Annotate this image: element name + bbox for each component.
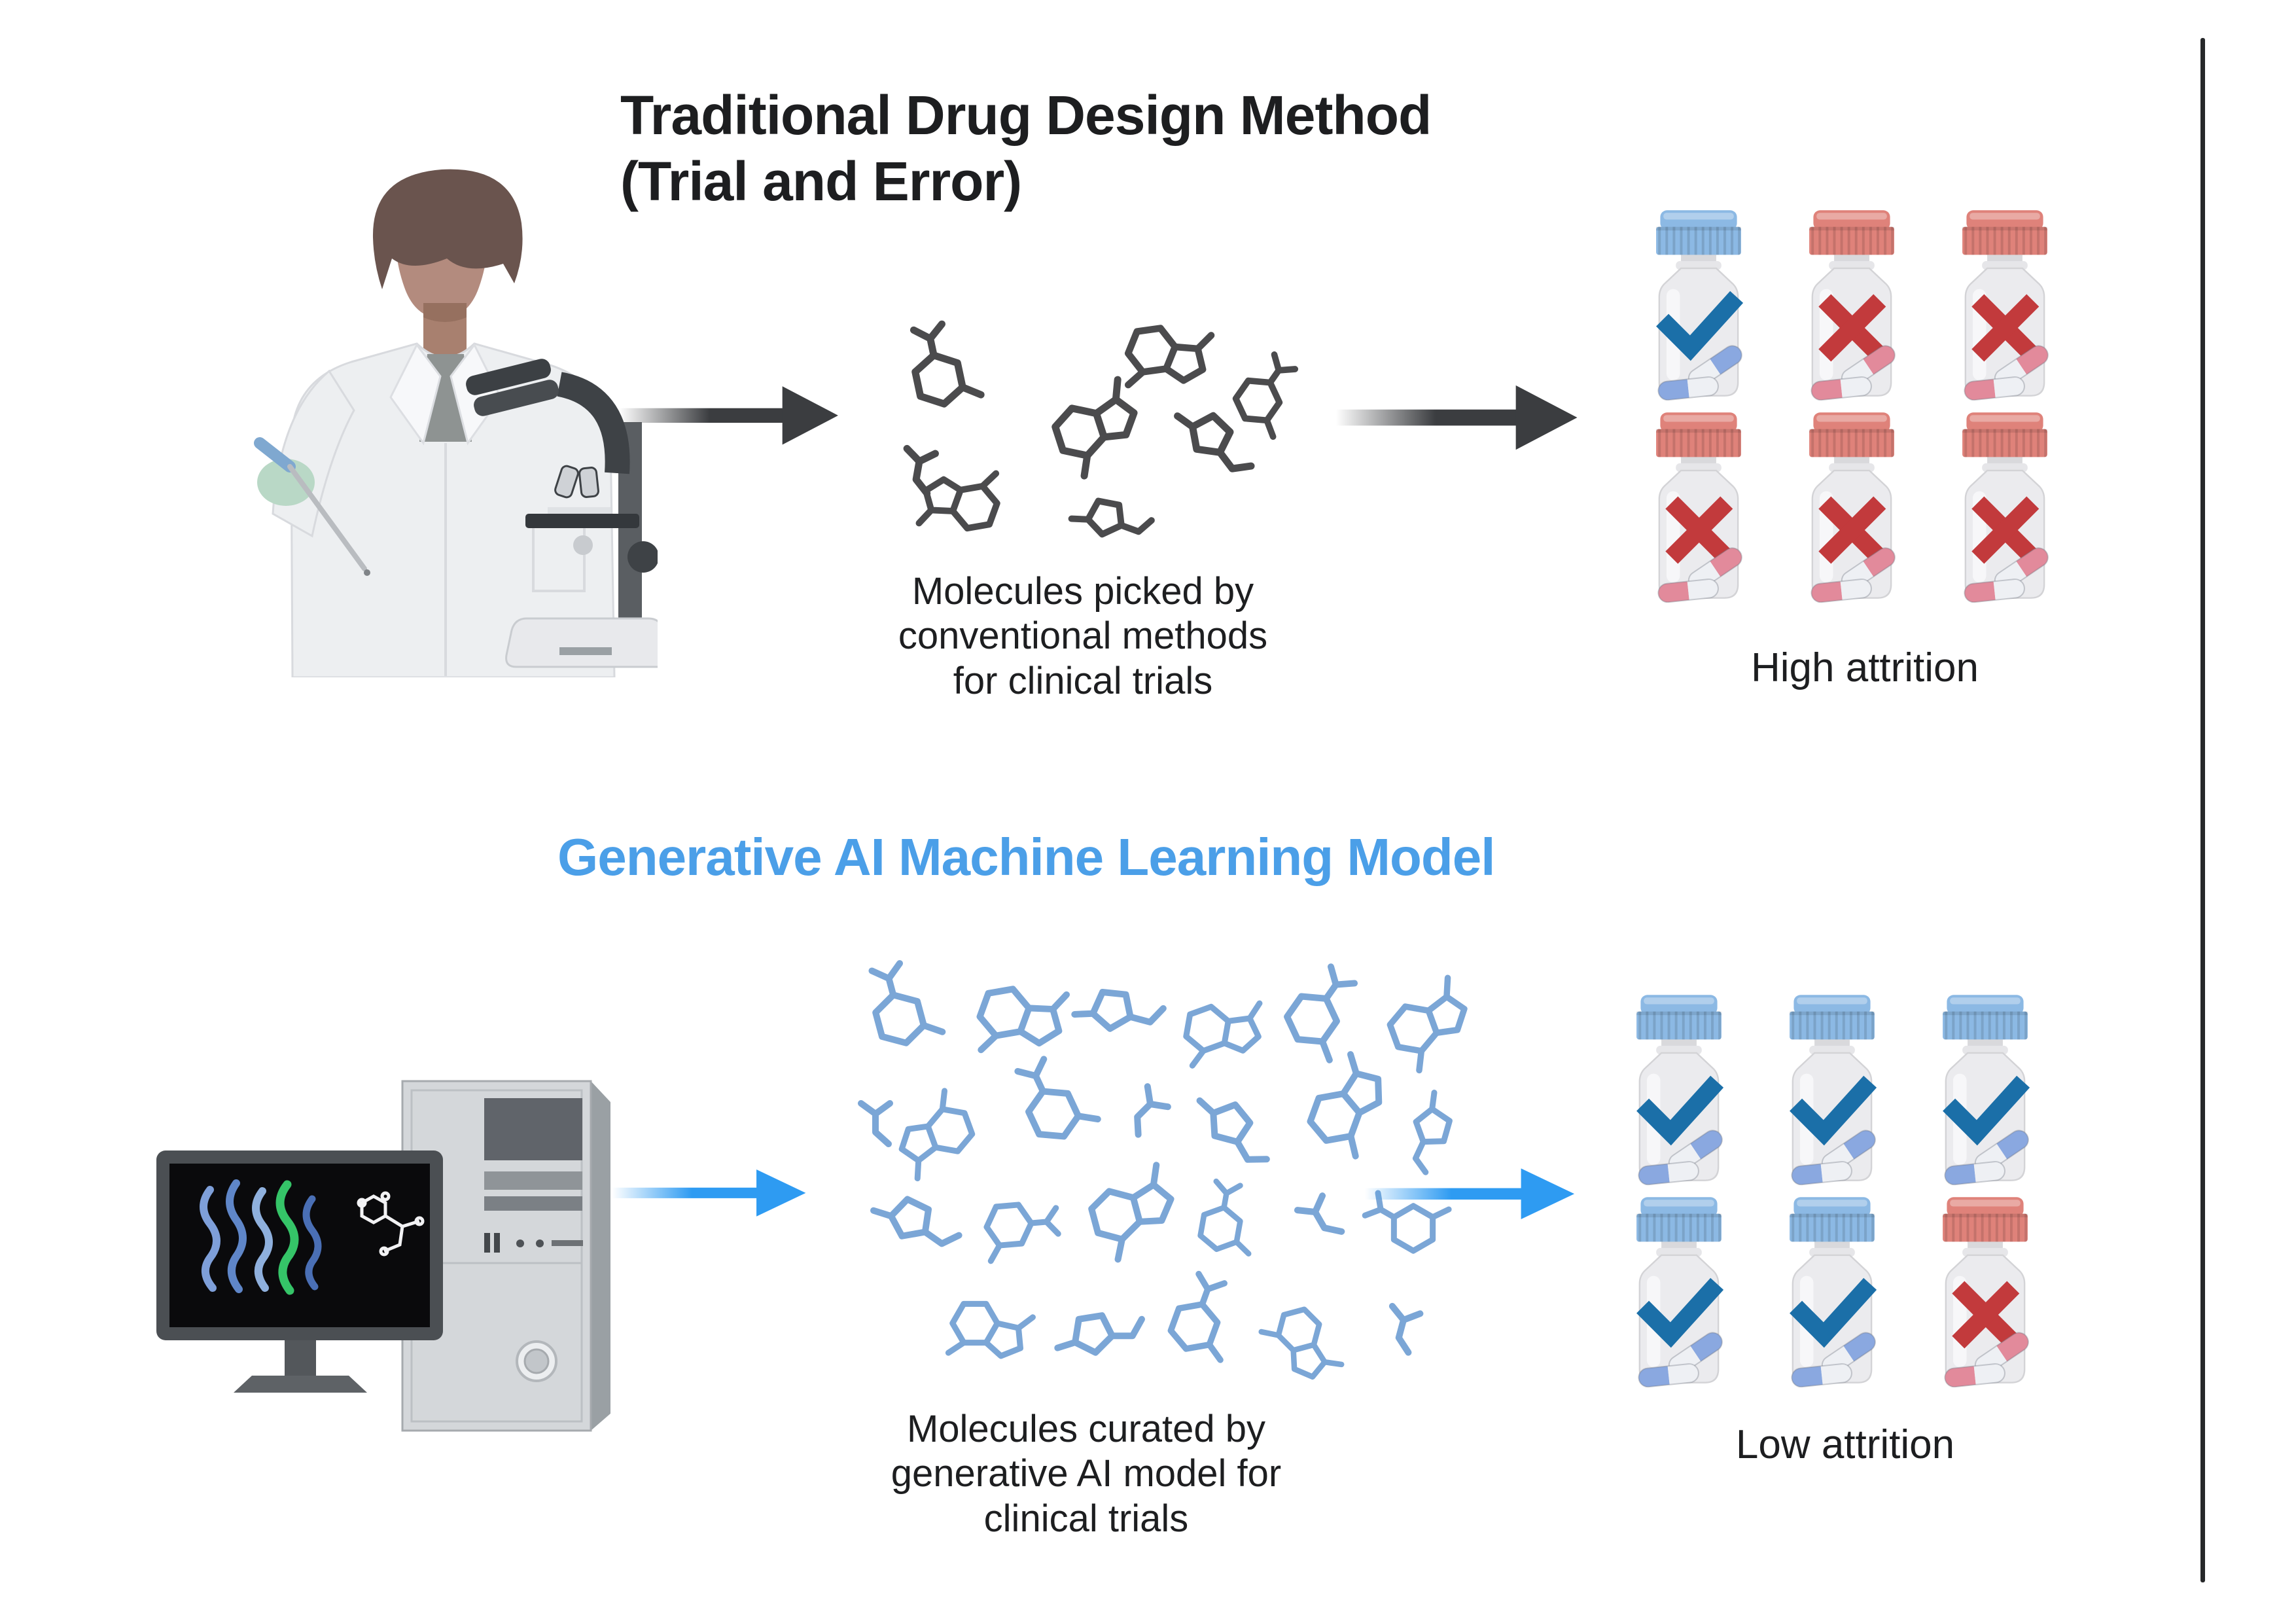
traditional-bottle-grid (1636, 208, 2067, 613)
traditional-result-label: High attrition (1750, 645, 1979, 690)
pipette-bulb (254, 437, 296, 473)
arrow-right-blue-1 (612, 1169, 806, 1217)
computer-illustration (156, 1080, 610, 1432)
microscope (466, 359, 658, 668)
pill-bottle-pass (1790, 995, 1894, 1195)
bottle-cap (1962, 412, 2047, 457)
bottle-cap (1656, 412, 1741, 457)
scientist-illustration (254, 169, 658, 677)
bottle-cap (1809, 210, 1894, 255)
bottle-cap (1943, 995, 2028, 1040)
pill-bottle-fail (1656, 412, 1761, 613)
pill-bottle-fail (1962, 412, 2067, 613)
generative-result-label: Low attrition (1735, 1422, 1955, 1467)
generative-caption: Molecules curated by generative AI model… (891, 1408, 1282, 1540)
bottle-cap (1809, 412, 1894, 457)
glove (257, 459, 315, 506)
pill-bottle-pass (1636, 1197, 1741, 1397)
generative-bottle-grid (1617, 993, 2047, 1397)
bottle-cap (1790, 1197, 1875, 1242)
traditional-caption: Molecules picked by conventional methods… (898, 570, 1268, 702)
arrow-right-dark-1 (619, 386, 838, 445)
bottle-cap (1790, 995, 1875, 1040)
bottle-cap (1962, 210, 2047, 255)
pill-bottle-pass (1943, 995, 2047, 1195)
right-divider-line (2200, 38, 2205, 1582)
pill-bottle-pass (1790, 1197, 1894, 1397)
pill-bottle-fail (1962, 210, 2067, 410)
arrow-right-dark-2 (1335, 385, 1578, 450)
bottle-cap (1656, 210, 1741, 255)
screen-molecule-graphic (357, 1191, 425, 1257)
bottle-cap (1636, 1197, 1722, 1242)
pill-bottle-fail (1809, 412, 1914, 613)
pill-bottle-pass (1656, 210, 1761, 410)
bottle-cap (1943, 1197, 2028, 1242)
generative-section-title: Generative AI Machine Learning Model (557, 828, 1495, 886)
computer-monitor (156, 1150, 443, 1393)
pill-bottle-fail (1809, 210, 1914, 410)
protein-ribbon-graphic (200, 1179, 322, 1295)
pill-bottle-fail (1943, 1197, 2047, 1397)
traditional-section-title: Traditional Drug Design Method (Trial an… (620, 84, 1432, 212)
arrow-right-blue-2 (1364, 1168, 1575, 1220)
pipette-shaft (287, 464, 367, 571)
bottle-cap (1636, 995, 1722, 1040)
computer-tower (401, 1080, 610, 1432)
molecule-cluster-dark (870, 281, 1302, 556)
pill-bottle-pass (1636, 995, 1741, 1195)
